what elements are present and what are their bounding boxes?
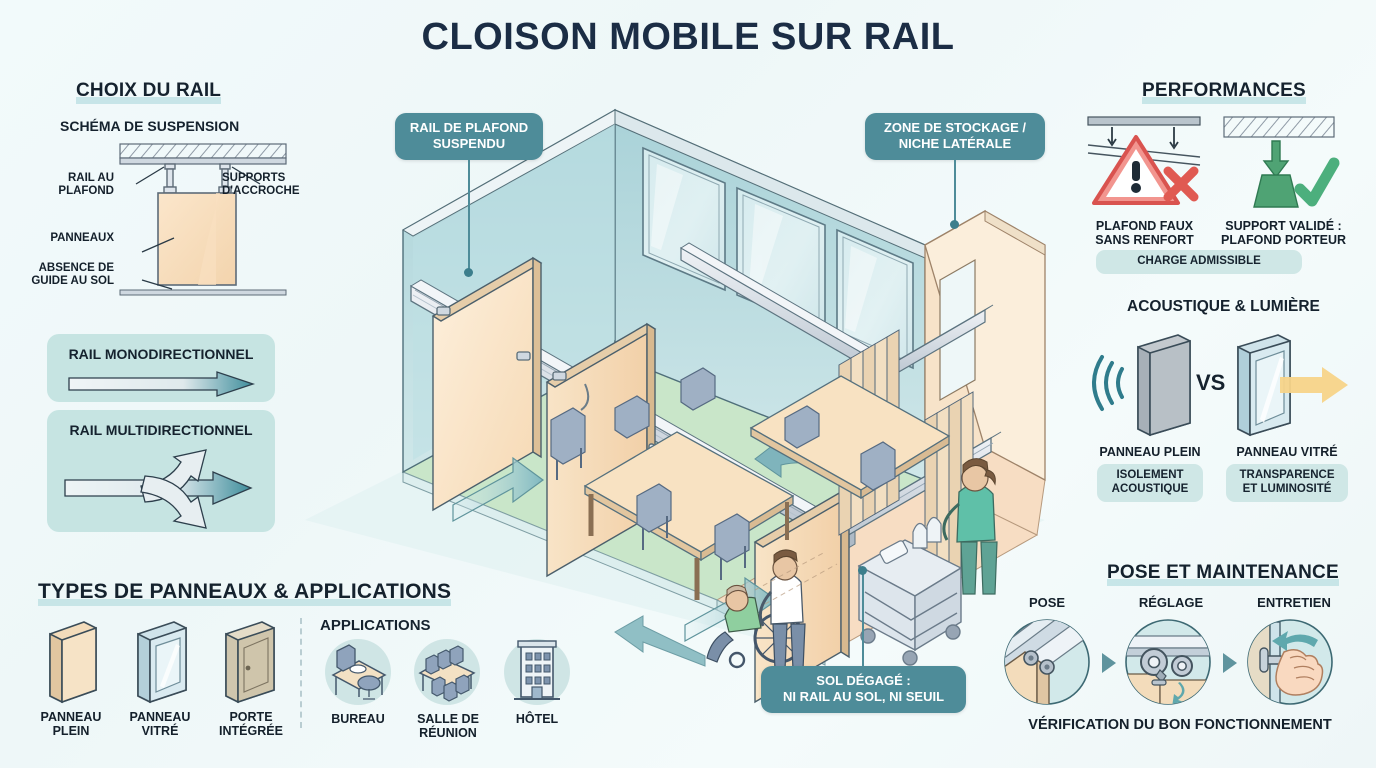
- callout-zone-stockage[interactable]: ZONE DE STOCKAGE / NICHE LATÉRALE: [865, 113, 1045, 160]
- step-arrow-1-icon: [1102, 653, 1116, 673]
- hotel-building-icon: [504, 639, 570, 705]
- types-panneaux-underline: [38, 599, 452, 606]
- label-bureau: BUREAU: [331, 712, 385, 726]
- page-title: CLOISON MOBILE SUR RAIL: [421, 16, 955, 58]
- callout-sol-degage-dot: [858, 566, 867, 575]
- isometric-room-illustration: [305, 108, 1046, 704]
- solid-panel-icon: [49, 621, 97, 704]
- label-porte-integree: PORTE INTÉGRÉE: [219, 710, 283, 739]
- wheel-adjust-icon[interactable]: [1124, 618, 1212, 706]
- chip-charge-admissible: CHARGE ADMISSIBLE: [1096, 250, 1302, 274]
- step-arrow-2-icon: [1223, 653, 1237, 673]
- callout-rail-plafond-leader: [468, 157, 470, 272]
- integrated-door-icon: [225, 621, 275, 704]
- callout-sol-degage-leader: [862, 572, 864, 666]
- label-panneau-vitre: PANNEAU VITRÉ: [129, 710, 191, 739]
- desk-icon: [325, 639, 391, 705]
- choix-du-rail-underline: [76, 97, 222, 104]
- rail-multidirectionnel-box[interactable]: RAIL MULTIDIRECTIONNEL: [47, 410, 275, 532]
- light-arrow-icon: [1237, 334, 1348, 437]
- rail-monodirectionnel-arrow: [68, 371, 256, 397]
- performances-underline: [1142, 97, 1306, 104]
- label-step-entretien: ENTRETIEN: [1257, 595, 1331, 610]
- label-support-valide: SUPPORT VALIDÉ : PLAFOND PORTEUR: [1221, 219, 1346, 248]
- applications-subheading: APPLICATIONS: [320, 617, 431, 634]
- rail-multidirectionnel-label: RAIL MULTIDIRECTIONNEL: [69, 422, 253, 438]
- types-applications-divider: [300, 618, 302, 728]
- suspension-schematic: [119, 143, 287, 296]
- label-verification-fonctionnement: VÉRIFICATION DU BON FONCTIONNEMENT: [1028, 717, 1332, 733]
- chip-transparence: TRANSPARENCE ET LUMINOSITÉ: [1226, 464, 1348, 502]
- nurse-figure: [942, 458, 998, 595]
- pose-maintenance-title: POSE ET MAINTENANCE: [1107, 562, 1339, 583]
- label-panneau-plein-acoustique: PANNEAU PLEIN: [1099, 445, 1201, 459]
- label-step-reglage: RÉGLAGE: [1138, 595, 1204, 610]
- label-hotel: HÔTEL: [515, 712, 559, 726]
- label-step-pose: POSE: [1028, 595, 1066, 610]
- section-heading-pose-maintenance: POSE ET MAINTENANCE: [1107, 562, 1339, 586]
- section-heading-performances: PERFORMANCES: [1142, 80, 1306, 104]
- callout-zone-stockage-dot: [950, 220, 959, 229]
- check-mark-icon: [1223, 116, 1340, 208]
- callout-zone-stockage-leader: [954, 157, 956, 224]
- label-plafond-faux: PLAFOND FAUX SANS RENFORT: [1095, 219, 1194, 248]
- people-wheelchair: [706, 549, 806, 671]
- label-panneau-plein: PANNEAU PLEIN: [40, 710, 102, 739]
- meeting-table-icon: [414, 639, 480, 705]
- acoustique-vs: VS: [1196, 370, 1226, 395]
- rail-monodirectionnel-label: RAIL MONODIRECTIONNEL: [68, 346, 254, 362]
- rail-carriage-icon[interactable]: [1003, 618, 1091, 706]
- callout-rail-plafond-dot: [464, 268, 473, 277]
- acoustique-heading: ACOUSTIQUE & LUMIÈRE: [1127, 298, 1320, 315]
- section-heading-types-panneaux: TYPES DE PANNEAUX & APPLICATIONS: [38, 580, 452, 606]
- callout-rail-plafond[interactable]: RAIL DE PLAFOND SUSPENDU: [395, 113, 543, 160]
- section-heading-choix-du-rail: CHOIX DU RAIL: [76, 80, 222, 104]
- label-panneaux: PANNEAUX: [50, 232, 114, 244]
- types-panneaux-title: TYPES DE PANNEAUX & APPLICATIONS: [38, 580, 452, 603]
- warning-triangle-icon: [1087, 116, 1201, 205]
- rail-monodirectionnel-box[interactable]: RAIL MONODIRECTIONNEL: [47, 334, 275, 402]
- medical-cart: [857, 539, 963, 666]
- label-panneau-vitre-lumiere: PANNEAU VITRÉ: [1236, 445, 1338, 459]
- performances-title: PERFORMANCES: [1142, 80, 1306, 101]
- glass-panel-icon: [137, 621, 187, 704]
- suspension-subheading: SCHÉMA DE SUSPENSION: [60, 118, 240, 134]
- callout-sol-degage[interactable]: SOL DÉGAGÉ : NI RAIL AU SOL, NI SEUIL: [761, 666, 966, 713]
- label-supports-accroche: SUPPORTS D'ACCROCHE: [222, 172, 300, 198]
- rail-multidirectionnel-arrow: [64, 449, 253, 529]
- sound-waves-icon: [1092, 334, 1191, 437]
- pose-maintenance-underline: [1107, 579, 1339, 586]
- chip-isolement-acoustique: ISOLEMENT ACOUSTIQUE: [1097, 464, 1203, 502]
- hand-handle-icon[interactable]: [1246, 618, 1334, 706]
- choix-du-rail-title: CHOIX DU RAIL: [76, 80, 222, 101]
- label-absence-guide-sol: ABSENCE DE GUIDE AU SOL: [31, 262, 114, 288]
- label-salle-reunion: SALLE DE RÉUNION: [417, 712, 479, 741]
- label-rail-au-plafond: RAIL AU PLAFOND: [58, 172, 114, 198]
